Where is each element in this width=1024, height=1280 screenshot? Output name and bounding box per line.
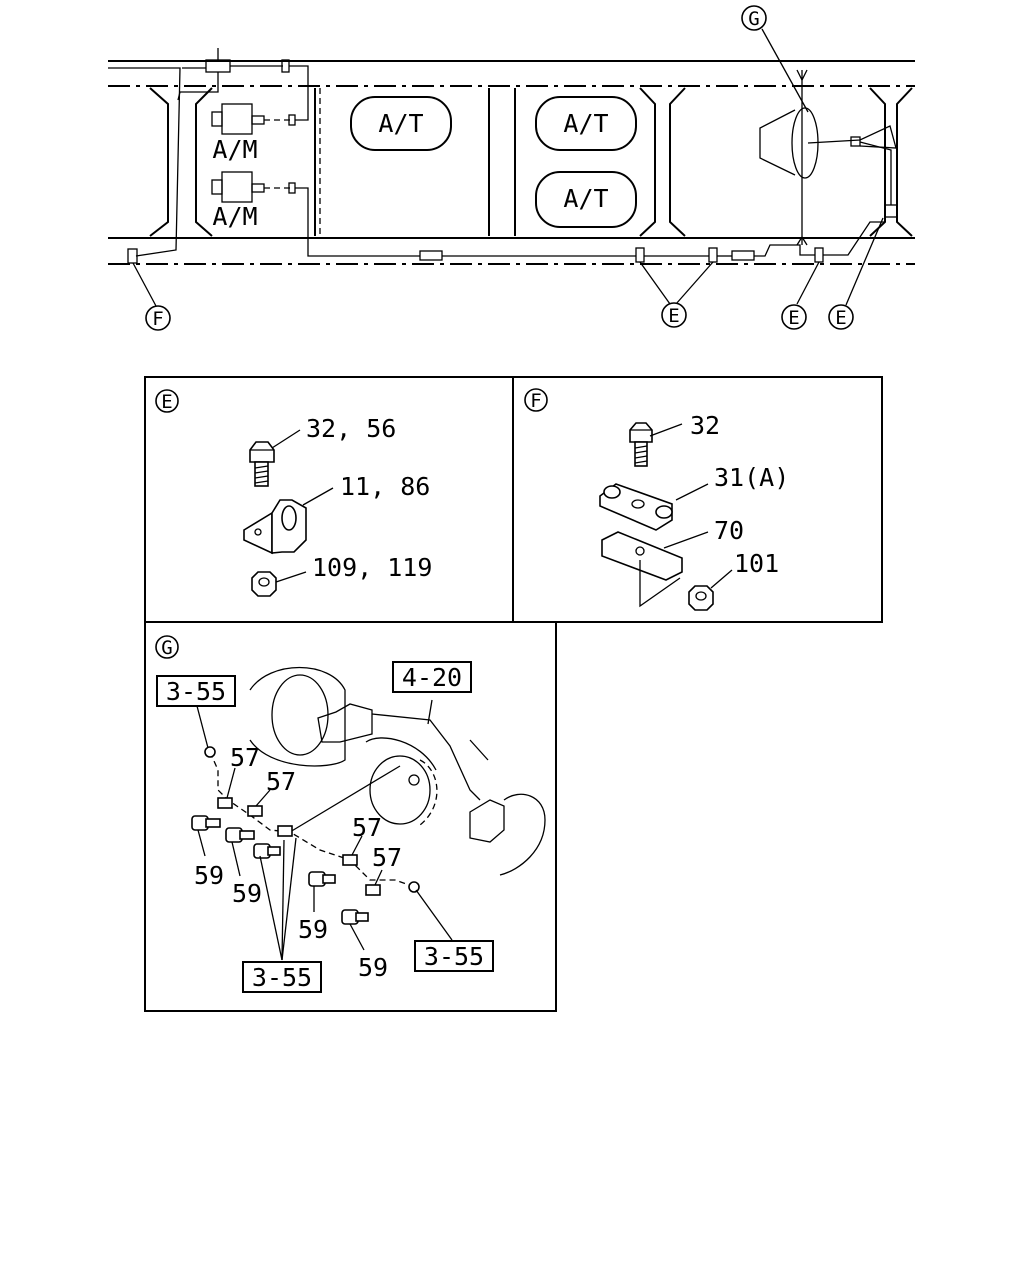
part-number: 70 <box>714 516 744 545</box>
bolt-icon <box>629 422 653 467</box>
part-number: 31(A) <box>714 463 789 492</box>
module-label: A/M <box>212 202 257 231</box>
part-number: 32 <box>690 411 720 440</box>
part-number: 57 <box>372 843 402 872</box>
axle-housing <box>249 666 546 876</box>
part-number: 59 <box>298 915 328 944</box>
part-number: 57 <box>266 767 296 796</box>
tank-label: A/T <box>563 184 608 213</box>
callout-e-label: E <box>788 307 799 329</box>
pipe-clip-icon <box>243 499 307 555</box>
part-number: 59 <box>232 879 262 908</box>
part-number: 101 <box>734 549 779 578</box>
ref-box-label: 3-55 <box>424 942 484 971</box>
detail-e-panel: E 32, 56 11, 86 109, 119 <box>144 376 514 623</box>
part-number: 57 <box>352 813 382 842</box>
bolt-icon <box>249 441 275 487</box>
callout-g-label: G <box>748 8 759 30</box>
bolt-icon <box>191 815 369 925</box>
nut-icon <box>688 585 714 611</box>
ref-box-label: 3-55 <box>252 963 312 992</box>
callout-e-group: E <box>661 302 687 328</box>
tank-label: A/T <box>378 109 423 138</box>
detail-f-panel: F 32 31(A) 70 101 <box>512 376 883 623</box>
part-number: 59 <box>358 953 388 982</box>
module-label: A/M <box>212 135 257 164</box>
detail-g-marker: G <box>161 637 172 659</box>
part-number: 109, 119 <box>312 553 432 582</box>
air-module-lower <box>211 171 296 203</box>
air-module-upper <box>211 103 296 135</box>
ref-box-label: 3-55 <box>166 677 226 706</box>
part-number: 59 <box>194 861 224 890</box>
ref-box-label: 4-20 <box>402 663 462 692</box>
part-number: 11, 86 <box>340 472 430 501</box>
callout-g: G <box>741 5 767 31</box>
callout-e-label: E <box>668 305 679 327</box>
callout-f: F <box>145 305 171 331</box>
chassis-overview: A/T A/T A/T A/M A/M <box>108 5 915 331</box>
bracket-icon <box>601 531 683 608</box>
pipe-clip-icon <box>204 746 420 896</box>
pipe-clip-icon <box>599 483 673 531</box>
part-number: 57 <box>230 743 260 772</box>
callout-e-label: E <box>835 307 846 329</box>
detail-e-marker: E <box>161 391 172 413</box>
callout-f-label: F <box>152 308 163 330</box>
callout-e-mid: E <box>781 304 807 330</box>
detail-f-marker: F <box>530 390 541 412</box>
part-number: 32, 56 <box>306 414 396 443</box>
nut-icon <box>251 571 277 597</box>
detail-g-panel: G 3-55 4-20 3-55 3-55 <box>144 621 557 1012</box>
tank-label: A/T <box>563 109 608 138</box>
callout-e-right: E <box>828 304 854 330</box>
